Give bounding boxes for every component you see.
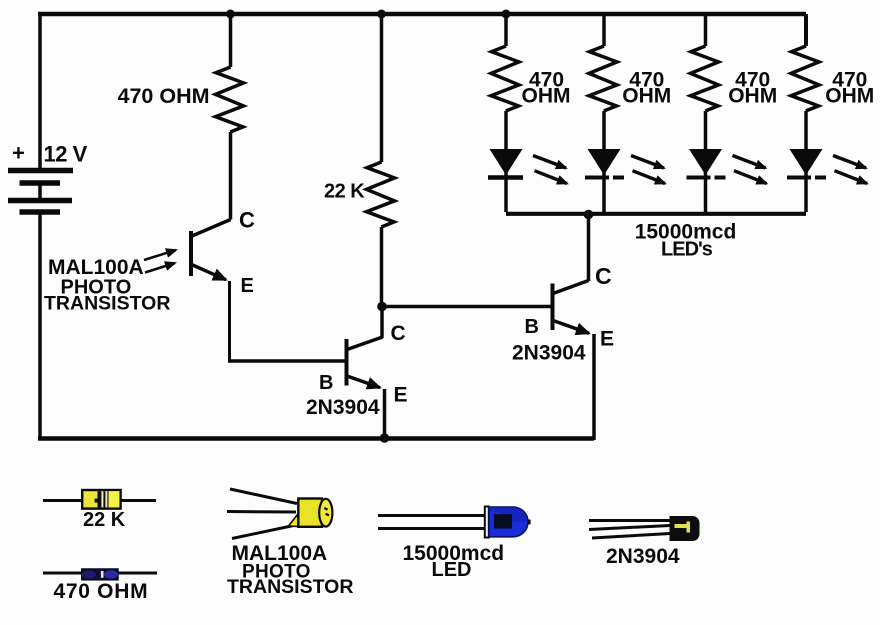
svg-text:470 OHM: 470 OHM [54,580,149,603]
svg-text:LED's: LED's [661,239,713,261]
svg-text:B: B [525,316,539,338]
svg-text:22 K: 22 K [324,181,365,203]
svg-text:PHOTO: PHOTO [242,561,311,582]
svg-text:TRANSISTOR: TRANSISTOR [44,292,170,314]
svg-text:2N3904: 2N3904 [306,396,380,419]
svg-text:+: + [12,141,25,166]
svg-text:12 V: 12 V [44,142,88,167]
svg-text:LED: LED [432,559,472,581]
svg-text:470: 470 [735,69,770,92]
svg-text:E: E [241,275,254,297]
svg-text:OHM: OHM [728,85,777,108]
svg-text:E: E [394,383,408,406]
svg-text:E: E [600,328,614,351]
svg-text:OHM: OHM [825,85,874,108]
svg-text:470: 470 [629,69,664,92]
svg-text:OHM: OHM [622,85,671,108]
svg-text:OHM: OHM [522,85,571,108]
svg-text:470: 470 [832,69,867,92]
svg-text:C: C [391,322,406,345]
svg-text:15000mcd: 15000mcd [403,542,505,565]
svg-text:2N3904: 2N3904 [512,342,586,365]
svg-text:470: 470 [529,69,564,92]
svg-text:C: C [595,263,612,289]
svg-text:470 OHM: 470 OHM [118,84,210,108]
svg-text:MAL100A: MAL100A [232,542,328,565]
svg-text:PHOTO: PHOTO [61,276,132,298]
svg-text:22 K: 22 K [83,509,126,531]
svg-text:TRANSISTOR: TRANSISTOR [227,576,353,598]
svg-text:C: C [239,208,255,233]
svg-text:2N3904: 2N3904 [606,545,680,568]
svg-text:MAL100A: MAL100A [48,256,144,279]
svg-text:B: B [319,372,333,394]
svg-text:15000mcd: 15000mcd [635,220,737,243]
